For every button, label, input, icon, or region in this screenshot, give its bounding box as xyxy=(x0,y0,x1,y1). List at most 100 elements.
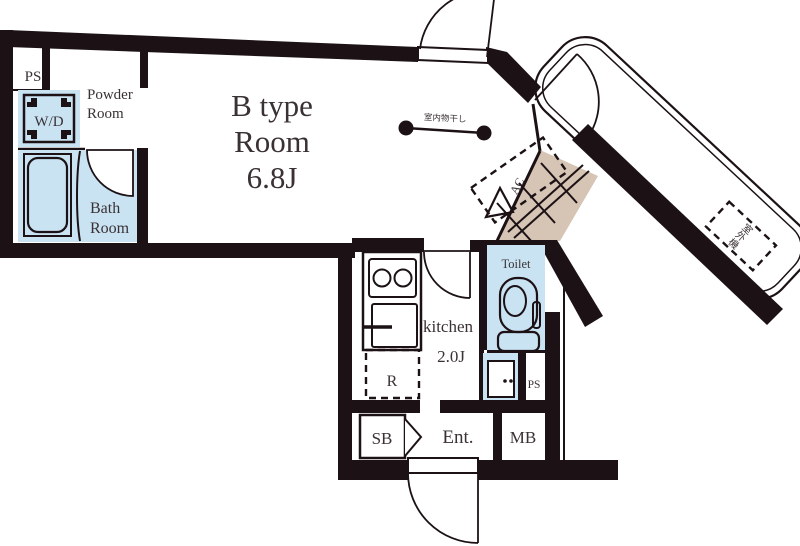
mail-box-label: MB xyxy=(510,428,536,447)
main-room: B type Room 6.8J 室内物干し AC xyxy=(231,88,569,225)
bath-door-swing xyxy=(86,149,134,197)
wall-bottom-entrance-right xyxy=(478,460,618,480)
wall-kitchen-entrance-2 xyxy=(440,400,479,413)
entrance-door xyxy=(407,457,479,544)
bathtub xyxy=(26,156,69,234)
room-title-line1: B type xyxy=(231,88,313,123)
wd-corner-notch-4 xyxy=(67,135,71,139)
bath-label-line1: Bath xyxy=(90,200,120,217)
stairs-door-arc xyxy=(576,53,600,138)
air-conditioner: AC xyxy=(469,135,569,225)
wall-ps-niche xyxy=(42,47,50,92)
toilet-room: Toilet xyxy=(487,245,545,353)
kitchen: R kitchen 2.0J xyxy=(361,250,474,400)
toilet-tank xyxy=(496,330,541,353)
wd-corner-notch-1 xyxy=(27,98,31,102)
stairs-step-3 xyxy=(540,162,578,204)
stairs-step-1 xyxy=(496,202,534,244)
wd-corner-4 xyxy=(61,130,71,139)
drying-bar-label: 室内物干し xyxy=(424,112,467,124)
burner-right xyxy=(393,268,413,288)
washbasin-dot-2 xyxy=(509,379,513,383)
wall-kitchen-entrance-1 xyxy=(338,400,420,413)
wall-left xyxy=(0,30,13,258)
wd-corner-3 xyxy=(27,130,37,139)
balcony-door-leaf xyxy=(486,0,495,58)
wall-toilet-diagonal xyxy=(537,240,603,327)
mail-box xyxy=(502,413,545,460)
wall-balcony-diagonal xyxy=(572,124,783,325)
drying-bar-end-1 xyxy=(398,120,414,136)
wd-corner-notch-3 xyxy=(27,135,31,139)
wd-corner-notch-2 xyxy=(67,98,71,102)
toilet-bowl-inner xyxy=(503,285,527,317)
stove-top xyxy=(368,258,417,298)
wd-box xyxy=(22,93,76,144)
balcony-door xyxy=(417,0,495,65)
bathtub-outer xyxy=(23,153,72,237)
wall-ent-mb-divider xyxy=(493,413,502,460)
stairs-door xyxy=(534,53,600,138)
wall-powder-stub xyxy=(140,49,148,88)
wall-upper-diagonal xyxy=(486,47,541,103)
wd-label: W/D xyxy=(34,114,63,130)
stairs-rail-line-1 xyxy=(507,164,584,233)
kitchen-label: kitchen xyxy=(423,317,474,336)
washer-dryer: W/D xyxy=(18,90,80,147)
wall-below-washbasin xyxy=(479,400,545,413)
ac-outline xyxy=(469,135,569,225)
ps-lower-label: PS xyxy=(528,379,541,391)
entrance-door-slab xyxy=(407,457,479,474)
powder-label-line2: Room xyxy=(87,106,124,122)
toilet-washlet xyxy=(532,301,541,329)
walls xyxy=(0,30,783,480)
stairs-step-2 xyxy=(518,182,556,224)
kitchen-door-arc xyxy=(423,251,471,299)
stairs-landing-wall-line xyxy=(531,103,542,152)
refrigerator-label: R xyxy=(387,373,398,390)
ac-label: AC xyxy=(507,175,527,196)
wall-bottom-entrance-left xyxy=(338,460,408,480)
washbasin-dot-1 xyxy=(503,379,507,383)
room-title-line3: 6.8J xyxy=(247,160,298,195)
room-title-line2: Room xyxy=(234,124,310,159)
wall-right xyxy=(545,312,560,480)
wall-washbasin-left xyxy=(479,350,484,412)
wall-toilet-left xyxy=(479,245,487,350)
stairs-door-leaf xyxy=(534,53,578,101)
shoe-box-door-mark xyxy=(404,418,423,457)
kitchen-door xyxy=(423,250,471,299)
stairs xyxy=(495,103,598,244)
wall-kitchen-left xyxy=(338,243,352,480)
drying-bar-line xyxy=(405,126,485,135)
stairs-side-wall-line xyxy=(495,150,542,242)
burner-left xyxy=(372,268,392,288)
entrance-label: Ent. xyxy=(442,427,473,448)
wall-ps-lower-left xyxy=(518,350,526,412)
drying-bar-end-2 xyxy=(476,125,492,141)
wall-kitchen-top xyxy=(352,238,424,252)
ac-bracket-triangle xyxy=(484,185,515,219)
wall-top xyxy=(8,30,418,62)
wall-bath-right xyxy=(137,148,148,243)
ps-top-label: PS xyxy=(25,69,42,85)
refrigerator-outline xyxy=(364,348,421,400)
washbasin-compartment xyxy=(483,353,518,400)
powder-label-line1: Powder xyxy=(87,87,133,103)
entrance-door-arc xyxy=(407,472,479,544)
washbasin-box xyxy=(487,360,515,398)
kitchen-size-label: 2.0J xyxy=(437,347,465,366)
stairs-rail-line-2 xyxy=(513,170,590,239)
shoe-box-label: SB xyxy=(372,429,393,448)
bath-room: Bath Room xyxy=(18,149,137,242)
wall-bottom-left-section xyxy=(0,243,355,258)
balcony-door-arc xyxy=(419,0,454,50)
wd-corner-1 xyxy=(27,98,37,107)
balcony-door-slab xyxy=(417,45,489,65)
bath-label-line2: Room xyxy=(90,220,130,237)
entrance: SB Ent. MB xyxy=(358,413,545,544)
toilet-label: Toilet xyxy=(502,257,532,271)
wd-corner-2 xyxy=(61,98,71,107)
